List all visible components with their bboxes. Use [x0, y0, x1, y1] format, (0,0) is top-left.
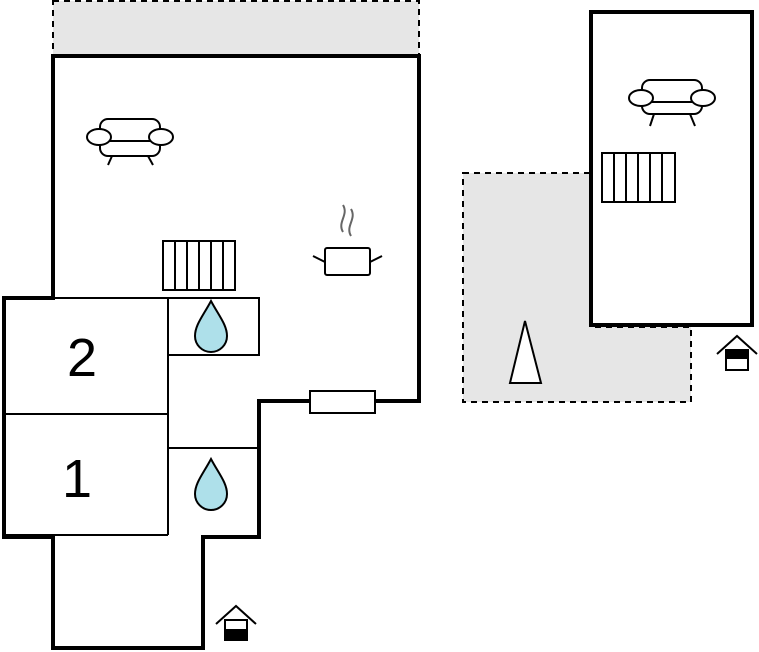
radiator-icon	[162, 240, 236, 291]
tree-icon	[508, 320, 543, 384]
radiator-icon	[601, 152, 676, 203]
sofa-icon	[628, 79, 716, 127]
fireplace-icon	[309, 390, 376, 414]
room-label-2: 2	[67, 328, 97, 388]
entrance-icon	[716, 334, 758, 371]
water-drop-icon	[193, 456, 229, 511]
interior-walls	[4, 297, 260, 536]
entrance-icon	[215, 604, 257, 641]
room-label-1: 1	[62, 449, 92, 509]
terrace-top	[52, 0, 420, 56]
water-drop-icon	[193, 298, 229, 353]
sofa-icon	[86, 118, 174, 166]
cooking-pot-icon	[312, 204, 383, 276]
